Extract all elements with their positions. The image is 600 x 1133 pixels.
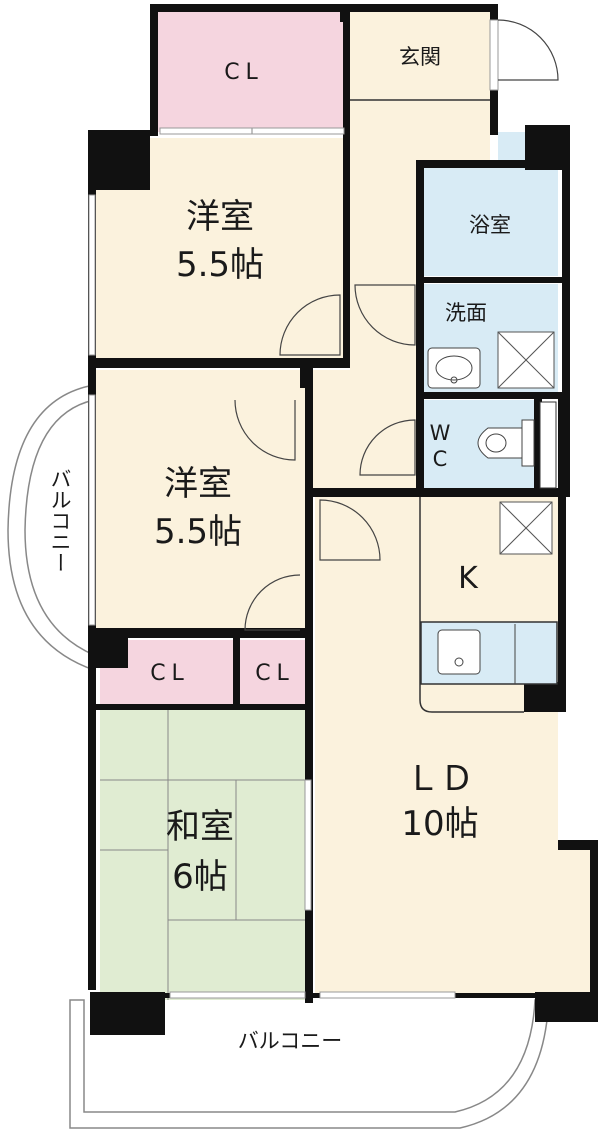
closet-small-label: CL [255,661,295,686]
closet-room2-label: CL [150,661,190,686]
western-room-1-name: 洋室 [186,197,254,237]
ld-size: 10帖 [401,804,478,844]
entrance-label: 玄関 [399,45,441,69]
windows [88,19,557,999]
closet-top [157,10,347,132]
japanese-room-size: 6帖 [172,857,228,897]
closet-top-label: CL [224,60,264,85]
ld-name: ＬＤ [406,759,474,799]
western-room-2-size: 5.5帖 [154,512,242,552]
kitchen-sink-icon [437,629,481,675]
japanese-room [100,710,305,1000]
room-labels: CL 玄関 洋室 5.5帖 浴室 洗面 W C 洋室 5.5帖 K CL CL … [48,45,511,1053]
bath-room [424,168,558,276]
western-room-2 [95,370,305,635]
japanese-room-name: 和室 [166,807,234,847]
bath-label: 浴室 [469,213,511,237]
kitchen-label: K [458,561,479,596]
ld-room [315,495,590,995]
balcony-bottom-label: バルコニー [238,1029,343,1053]
western-room-1-size: 5.5帖 [176,245,264,285]
balcony-side-label: バルコニー [48,468,72,573]
entrance-hall [350,10,490,100]
wc-label-c: C [433,447,448,471]
closet-small [240,640,305,705]
western-room-2-name: 洋室 [164,464,232,504]
hallway-upper [420,100,490,160]
wash-label: 洗面 [445,301,487,325]
hall-connector [305,370,420,495]
tatami-lines [100,710,305,1000]
wc-label-w: W [430,421,451,445]
kitchen-counter [419,497,558,713]
washbasin-icon [427,331,555,389]
toilet-icon [477,419,535,467]
door-swing-icon [234,19,559,631]
